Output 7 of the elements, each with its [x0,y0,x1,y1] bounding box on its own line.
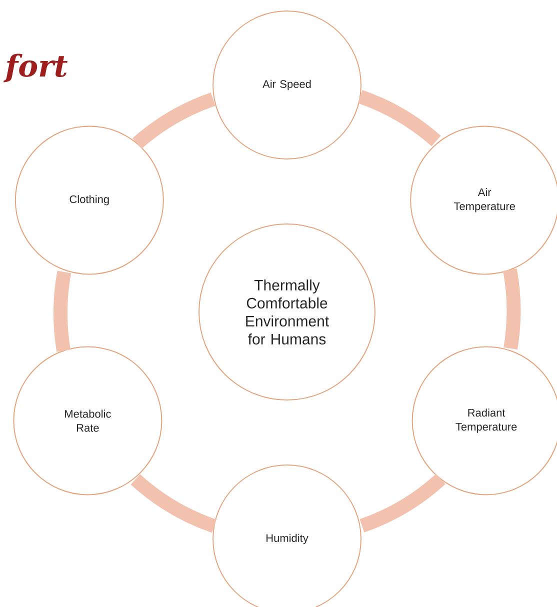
heading: fort [3,54,68,82]
ring-segment [53,270,72,352]
ring-segment [130,474,217,533]
ring-segment [503,268,521,350]
ring-segment [360,474,446,532]
ring-segment [358,90,441,146]
ring-segment [132,92,216,149]
